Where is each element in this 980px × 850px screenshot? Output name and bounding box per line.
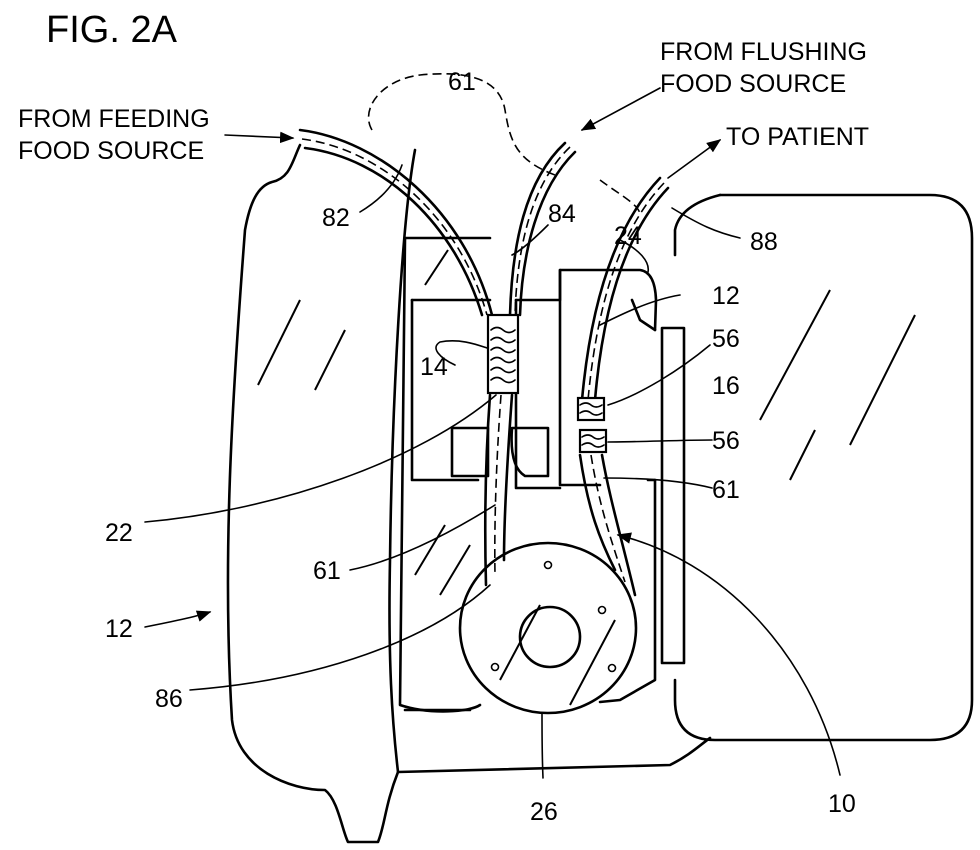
figure-caption: FIG. 2A [46, 9, 178, 51]
ref-12-right: 12 [712, 282, 740, 310]
ref-22: 22 [105, 519, 133, 547]
ref-86: 86 [155, 685, 183, 713]
label-from-feeding-1: FROM FEEDING [18, 105, 210, 133]
flow-arrows [225, 88, 720, 178]
small-block-left [452, 428, 488, 476]
leader-lines [145, 165, 840, 778]
valve-band-lower [580, 430, 606, 452]
ref-56-top: 56 [712, 325, 740, 353]
ref-26: 26 [530, 798, 558, 826]
ref-10: 10 [828, 790, 856, 818]
label-from-flushing-1: FROM FLUSHING [660, 38, 867, 66]
reference-numerals: 61 82 84 24 88 12 14 56 16 56 61 22 61 1… [105, 68, 856, 826]
ref-16: 16 [712, 372, 740, 400]
ref-61-right: 61 [712, 476, 740, 504]
ref-61-left: 61 [313, 557, 341, 585]
ref-56-bottom: 56 [712, 427, 740, 455]
ref-24: 24 [614, 222, 642, 250]
label-from-feeding-2: FOOD SOURCE [18, 137, 204, 165]
cassette [412, 270, 684, 702]
ref-82: 82 [322, 204, 350, 232]
hatching [258, 250, 915, 705]
label-from-flushing-2: FOOD SOURCE [660, 70, 846, 98]
ref-14: 14 [420, 353, 448, 381]
ref-12-left: 12 [105, 615, 133, 643]
tubing [300, 74, 668, 595]
ref-88: 88 [750, 228, 778, 256]
vertical-slot [662, 328, 684, 663]
right-panel [675, 195, 972, 740]
ref-61-top: 61 [448, 68, 476, 96]
source-labels: FROM FEEDING FOOD SOURCE FROM FLUSHING F… [18, 38, 869, 165]
valve-band-upper [578, 398, 604, 420]
label-to-patient: TO PATIENT [726, 123, 869, 151]
ref-84: 84 [548, 200, 576, 228]
